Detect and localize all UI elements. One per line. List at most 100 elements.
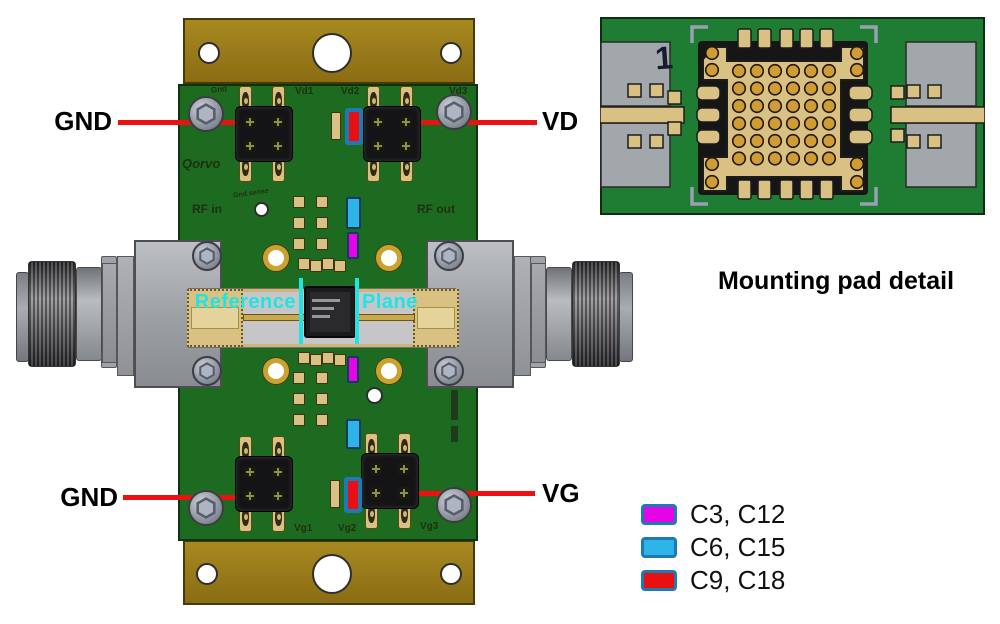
- gold-via: [263, 358, 289, 384]
- component-pad: [293, 414, 305, 426]
- header-pin: [400, 140, 412, 152]
- component-pad: [331, 112, 341, 140]
- header-pin: [272, 466, 284, 478]
- legend-swatch-red: [641, 569, 677, 591]
- hex-screw: [434, 356, 464, 386]
- cap-c9: [345, 108, 363, 145]
- component-pad: [316, 372, 328, 384]
- header-pin: [370, 487, 382, 499]
- header-vd: [363, 106, 421, 162]
- silk-rf-in: RF in: [192, 202, 222, 216]
- perimeter-pad: [757, 179, 772, 200]
- stitch-pad: [627, 134, 642, 149]
- stitch-pad: [627, 83, 642, 98]
- qorvo-logo: Qorvo: [182, 156, 221, 171]
- hex-socket: [198, 106, 214, 122]
- hex-socket: [201, 249, 213, 263]
- thermal-via: [749, 63, 765, 79]
- chip-marking: [312, 307, 334, 310]
- corner-brackets: [690, 25, 878, 206]
- component-pad: [316, 196, 328, 208]
- silk-marking: [451, 390, 458, 420]
- flange-hole: [440, 42, 462, 64]
- right-connector-knurl: [572, 261, 620, 367]
- thermal-via: [767, 133, 783, 149]
- thermal-via: [803, 116, 819, 131]
- header-pin: [400, 116, 412, 128]
- header-pin: [272, 490, 284, 502]
- perimeter-pad: [848, 85, 873, 101]
- vg-callout-label: VG: [542, 478, 580, 508]
- perimeter-pad: [779, 28, 794, 49]
- silk-vd3: Vd3: [449, 86, 468, 97]
- silk-rf-out: RF out: [417, 202, 455, 216]
- component-pad: [316, 414, 328, 426]
- thermal-via: [767, 98, 783, 114]
- right-connector-step: [531, 263, 546, 363]
- thermal-via: [767, 63, 783, 79]
- cap-body: [349, 234, 357, 257]
- hex-screw: [192, 356, 222, 386]
- feed-trace: [890, 106, 985, 124]
- reference-plane-line-right: [355, 278, 359, 344]
- cap-body: [348, 199, 359, 227]
- thermal-via: [821, 133, 837, 149]
- flange-hole: [440, 563, 462, 585]
- flange-hole: [312, 554, 352, 594]
- legend-swatch-magenta: [641, 503, 677, 525]
- capacitor-legend: C3, C12 C6, C15 C9, C18: [641, 501, 785, 600]
- legend-label: C9, C18: [690, 565, 786, 595]
- header-pin: [372, 140, 384, 152]
- flange-hole: [312, 33, 352, 73]
- thermal-via: [731, 116, 747, 131]
- header-pin: [370, 463, 382, 475]
- silk-vd2: Vd2: [341, 86, 360, 97]
- thermal-via: [749, 133, 765, 149]
- evaluation-board-illustration: Gnd Vd1 Vd2 Vd3 Qorvo Gnd sense RF in RF…: [16, 18, 633, 605]
- hex-socket: [446, 497, 462, 513]
- hex-screw: [436, 487, 472, 523]
- thermal-via: [849, 62, 865, 78]
- perimeter-pads: [696, 28, 873, 200]
- perimeter-pad: [696, 129, 721, 145]
- thermal-via: [821, 151, 837, 166]
- hex-socket: [201, 364, 213, 378]
- cap-c15: [346, 419, 361, 449]
- thermal-via: [749, 98, 765, 114]
- component-pad: [334, 354, 346, 366]
- thermal-via: [704, 156, 720, 172]
- component-pad: [298, 258, 310, 270]
- silk-vg3: Vg3: [420, 521, 439, 532]
- hex-screw: [192, 241, 222, 271]
- gnd-top-callout-line: [118, 120, 252, 125]
- component-pad: [322, 258, 334, 270]
- cap-c3: [347, 232, 359, 259]
- reference-plane-line-left: [299, 278, 303, 344]
- thermal-via: [803, 133, 819, 149]
- flange-hole: [196, 563, 218, 585]
- stitch-pad: [667, 90, 682, 105]
- perimeter-pad: [819, 28, 834, 49]
- hex-screw: [436, 94, 472, 130]
- right-connector-tip: [619, 272, 633, 362]
- thermal-via: [749, 81, 765, 96]
- flange-hole: [198, 42, 220, 64]
- thermal-via: [704, 45, 720, 61]
- vd-callout-label: VD: [542, 106, 579, 136]
- legend-label: C6, C15: [690, 532, 786, 562]
- thermal-via: [821, 81, 837, 96]
- thermal-via: [821, 98, 837, 114]
- perimeter-pad: [848, 107, 873, 123]
- thermal-pad: [702, 46, 865, 192]
- gnd-bottom-callout-line: [123, 495, 252, 500]
- stitch-pad: [927, 84, 942, 99]
- left-connector-barrel: [76, 267, 102, 361]
- cap-body: [349, 358, 357, 381]
- header-gnd-top: [235, 106, 293, 162]
- mounting-flange-bottom: [183, 540, 475, 605]
- perimeter-pad: [848, 129, 873, 145]
- hex-socket: [443, 364, 455, 378]
- detail-title: Mounting pad detail: [717, 267, 955, 295]
- cap-c18: [344, 477, 362, 513]
- thermal-via: [785, 116, 801, 131]
